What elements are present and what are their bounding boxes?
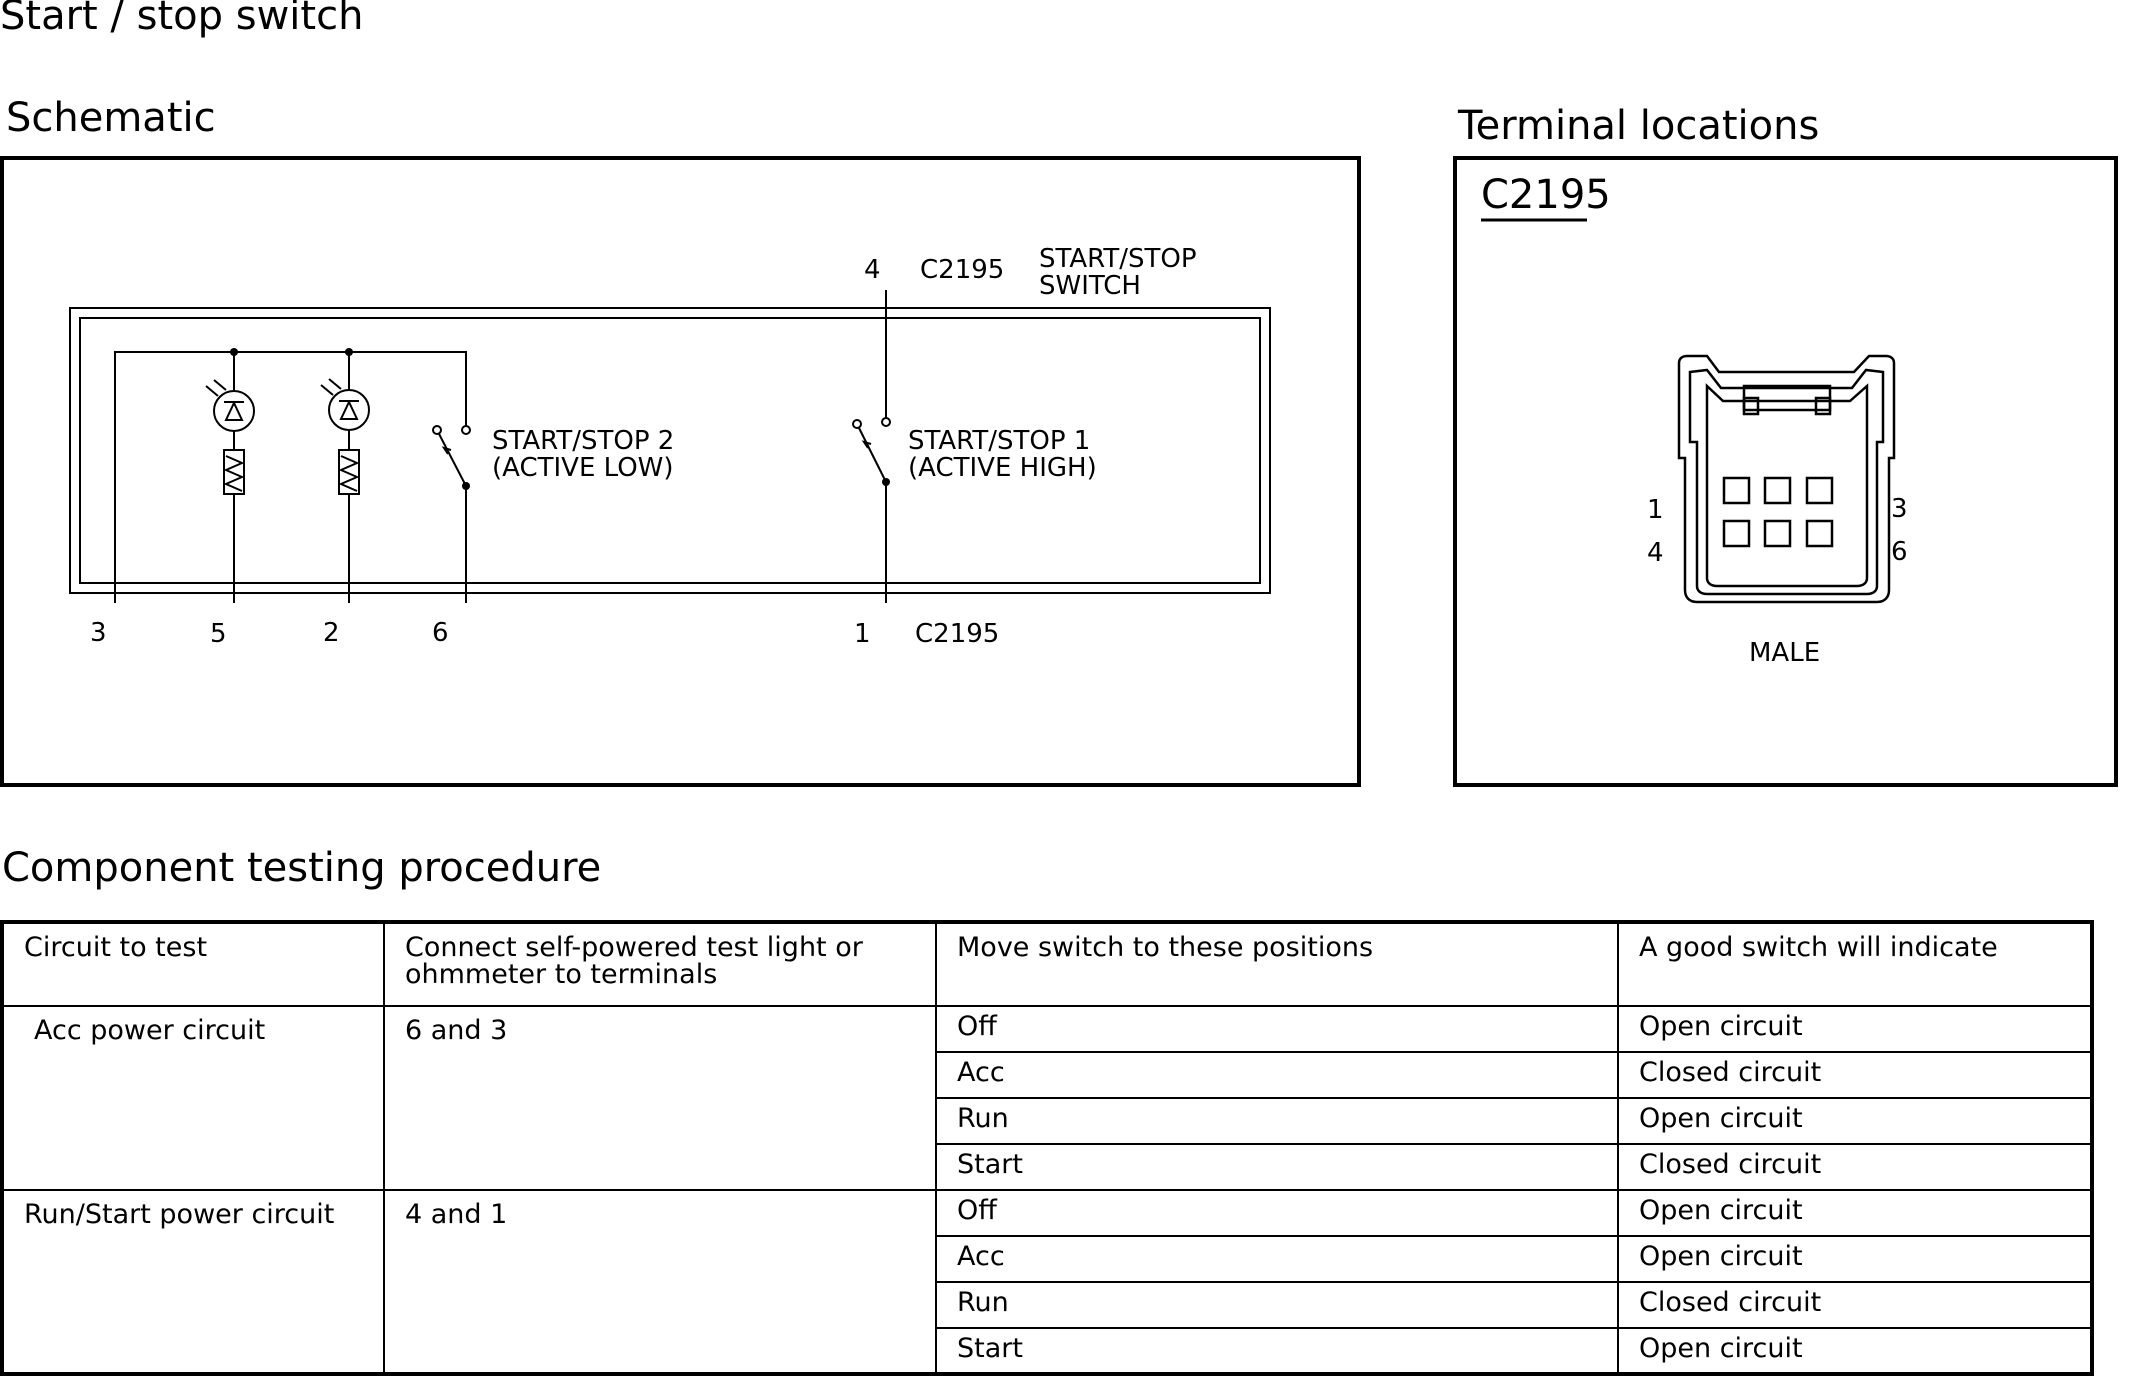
bottom-pin-2: 2 (323, 618, 340, 648)
result-cell: Closed circuit (1617, 1280, 2093, 1329)
column-header-positions: Move switch to these positions (935, 921, 1619, 1007)
table-row: Run/Start power circuit 4 and 1 Off Open… (1, 1188, 2093, 1376)
column-header-indicate: A good switch will indicate (1617, 921, 2093, 1007)
circuit-name: Run/Start power circuit (24, 1198, 335, 1230)
position-cell: Off (935, 1188, 1619, 1237)
table-row: Acc Open circuit (2, 1234, 2093, 1283)
position-cell: Acc (935, 1050, 1619, 1099)
column-header-indicate-text: A good switch will indicate (1639, 932, 1998, 963)
table-row: Run Closed circuit (2, 1280, 2093, 1329)
switch2-label-line2: (ACTIVE LOW) (492, 453, 674, 483)
terminals-cell: 4 and 1 (383, 1188, 937, 1376)
bottom-connector-label: C2195 (915, 619, 999, 649)
terminals-value: 6 and 3 (405, 1014, 508, 1046)
table-row: Acc Closed circuit (2, 1050, 2093, 1099)
procedure-table: Circuit to test Connect self-powered tes… (0, 920, 2094, 1376)
result-cell: Open circuit (1617, 1234, 2093, 1283)
table-row: Run Open circuit (2, 1096, 2093, 1145)
procedure-heading: Component testing procedure (2, 845, 602, 891)
connector-gender: MALE (1749, 638, 1820, 668)
terminal-number-3: 3 (1891, 494, 1908, 524)
circuit-cell: Run/Start power circuit (1, 1188, 385, 1376)
terminals-value: 4 and 1 (405, 1198, 508, 1230)
terminals-cell: 6 and 3 (383, 1004, 937, 1191)
column-header-connect-line1: Connect self-powered test light or (405, 932, 863, 963)
switch-name-line1: START/STOP (1039, 244, 1197, 274)
switch1-label-line2: (ACTIVE HIGH) (908, 453, 1097, 483)
page-title: Start / stop switch (0, 0, 364, 39)
switch1-label-line1: START/STOP 1 (908, 426, 1090, 456)
column-header-circuit: Circuit to test (1, 921, 385, 1007)
position-cell: Run (935, 1096, 1619, 1145)
top-connector-label: C2195 (920, 255, 1004, 285)
table-header-row: Circuit to test Connect self-powered tes… (1, 921, 2093, 1007)
position-cell: Start (935, 1326, 1619, 1376)
bottom-pin-1: 1 (854, 619, 871, 649)
column-header-circuit-text: Circuit to test (24, 932, 208, 963)
terminal-locations-frame: C2195 1 4 3 6 MALE (1453, 156, 2118, 787)
result-cell: Closed circuit (1617, 1050, 2093, 1099)
connector-id: C2195 (1481, 172, 1611, 218)
position-cell: Start (935, 1142, 1619, 1191)
top-terminal-number: 4 (864, 255, 881, 285)
result-cell: Closed circuit (1617, 1142, 2093, 1191)
schematic-frame: 4 C2195 START/STOP SWITCH START/STOP 2 (… (0, 156, 1361, 787)
terminal-locations-heading: Terminal locations (1458, 103, 1820, 149)
table-row: Start Closed circuit (2, 1142, 2093, 1191)
terminal-number-6: 6 (1891, 537, 1908, 567)
table-row: Start Open circuit (2, 1326, 2093, 1376)
result-cell: Open circuit (1617, 1188, 2093, 1237)
bottom-pin-6: 6 (432, 618, 449, 648)
circuit-cell: Acc power circuit (1, 1004, 385, 1191)
result-cell: Open circuit (1617, 1096, 2093, 1145)
column-header-connect-line2: ohmmeter to terminals (405, 959, 718, 990)
column-header-positions-text: Move switch to these positions (957, 932, 1374, 963)
switch-name-line2: SWITCH (1039, 271, 1141, 301)
terminal-number-1: 1 (1647, 495, 1664, 525)
schematic-heading: Schematic (6, 95, 216, 141)
terminal-number-4: 4 (1647, 538, 1664, 568)
bottom-pin-5: 5 (210, 619, 227, 649)
result-cell: Open circuit (1617, 1326, 2093, 1376)
schematic-diagram: 4 C2195 START/STOP SWITCH START/STOP 2 (… (69, 244, 1271, 649)
circuit-name: Acc power circuit (34, 1014, 266, 1046)
position-cell: Run (935, 1280, 1619, 1329)
switch2-label-line1: START/STOP 2 (492, 426, 674, 456)
result-cell: Open circuit (1617, 1004, 2093, 1053)
position-cell: Off (935, 1004, 1619, 1053)
bottom-pin-3: 3 (90, 618, 107, 648)
position-cell: Acc (935, 1234, 1619, 1283)
connector-face-diagram: C2195 1 4 3 6 MALE (1481, 172, 1908, 668)
table-row: Acc power circuit 6 and 3 Off Open circu… (1, 1004, 2093, 1191)
